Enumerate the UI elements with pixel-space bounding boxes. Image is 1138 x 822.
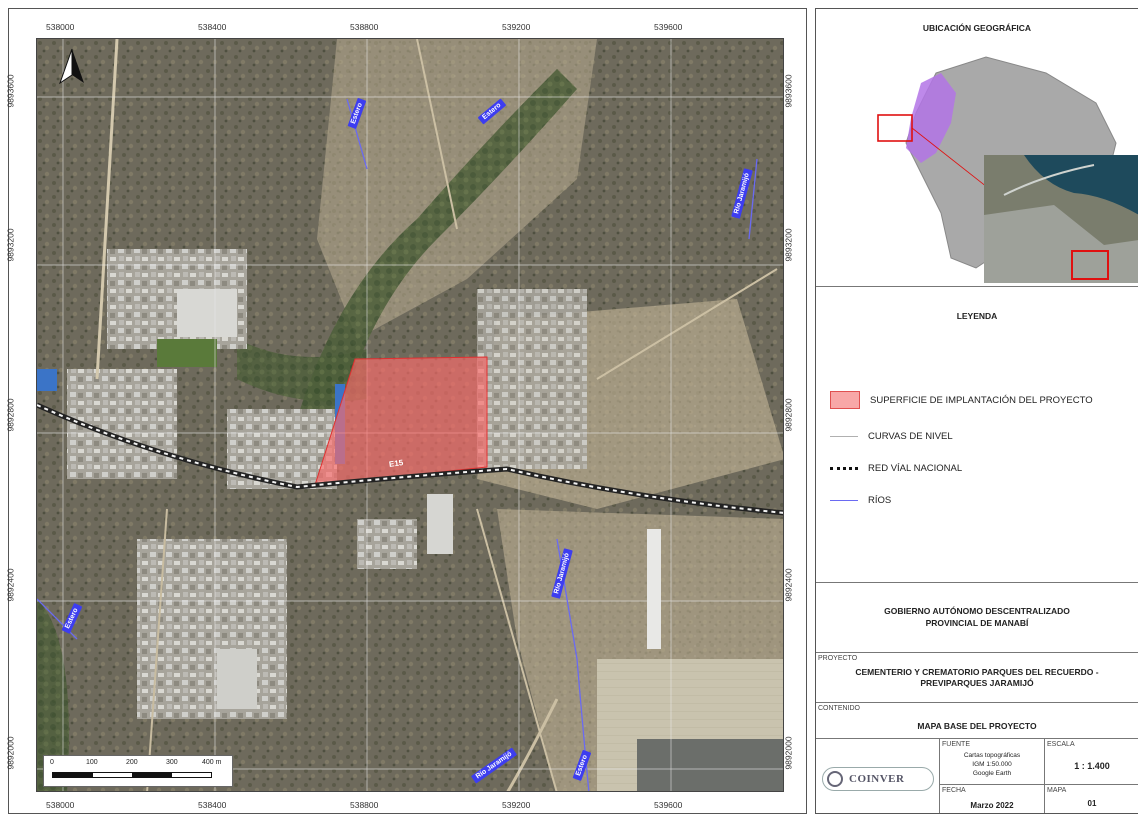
map-info-panel: UBICACIÓN GEOGRÁFICA LEYENDA SUPERFICIE … — [815, 8, 1138, 814]
mapa-value: 01 — [1087, 799, 1097, 808]
institution-line1: GOBIERNO AUTÓNOMO DESCENTRALIZADO — [884, 606, 1070, 616]
project-caption: PROYECTO — [818, 655, 858, 662]
logo-cell: COINVER — [816, 739, 940, 813]
north-arrow-icon — [57, 47, 87, 87]
right-tick: 9892800 — [783, 398, 794, 432]
project-section: PROYECTO CEMENTERIO Y CREMATORIO PARQUES… — [816, 653, 1138, 703]
left-tick: 9893200 — [5, 228, 16, 262]
content-value: MAPA BASE DEL PROYECTO — [917, 721, 1037, 731]
top-tick: 538800 — [350, 22, 379, 32]
legend-label: SUPERFICIE DE IMPLANTACIÓN DEL PROYECTO — [870, 394, 1093, 406]
scale-bar-bar — [52, 772, 212, 778]
left-tick: 9892400 — [5, 568, 16, 602]
scale-bar: 0 100 200 300 400 m — [43, 755, 233, 787]
right-tick: 9892000 — [783, 736, 794, 770]
inset-aerial — [984, 155, 1138, 283]
right-tick: 9893600 — [783, 74, 794, 108]
right-tick: 9892400 — [783, 568, 794, 602]
aerial-imagery — [37, 39, 783, 791]
scale-bar-labels: 0 100 200 300 400 m — [50, 759, 226, 769]
dotted-road-line-icon — [830, 467, 858, 470]
fuente-line: Google Earth — [972, 770, 1012, 777]
logo-text: COINVER — [849, 773, 905, 785]
escala-cell: ESCALA 1 : 1.400 — [1045, 739, 1138, 785]
company-logo: COINVER — [822, 767, 934, 791]
manabi-province — [906, 73, 956, 163]
top-tick: 538400 — [198, 22, 227, 32]
scale-label: 300 — [166, 759, 178, 766]
fuente-line: Cartas topográficas — [963, 752, 1021, 759]
fuente-caption: FUENTE — [942, 741, 970, 748]
location-highlight-box — [877, 114, 913, 142]
logo-emblem-icon — [827, 771, 843, 787]
fuente-cell: FUENTE Cartas topográficas IGM 1:50.000 … — [940, 739, 1045, 785]
scale-label: 400 m — [202, 759, 222, 766]
project-line1: CEMENTERIO Y CREMATORIO PARQUES DEL RECU… — [855, 667, 1099, 677]
bottom-tick: 538800 — [350, 800, 379, 810]
fecha-caption: FECHA — [942, 787, 966, 794]
inset-highlight-box — [1071, 250, 1109, 280]
gray-line-icon — [830, 436, 858, 437]
bottom-tick: 538400 — [198, 800, 227, 810]
bottom-tick: 539200 — [502, 800, 531, 810]
top-tick: 538000 — [46, 22, 75, 32]
national-road — [37, 404, 783, 514]
fuente-line: IGM 1:50.000 — [972, 761, 1012, 768]
left-tick: 9893600 — [5, 74, 16, 108]
legend-section: LEYENDA SUPERFICIE DE IMPLANTACIÓN DEL P… — [816, 287, 1138, 583]
aerial-map[interactable]: Estero Estero Río Jaramijó Río Jaramijó … — [36, 38, 784, 792]
location-section: UBICACIÓN GEOGRÁFICA — [816, 9, 1138, 287]
top-tick: 539600 — [654, 22, 683, 32]
legend-item-rivers: RÍOS — [830, 495, 891, 506]
escala-caption: ESCALA — [1047, 741, 1075, 748]
scale-label: 0 — [50, 759, 54, 766]
mapa-caption: MAPA — [1047, 787, 1067, 794]
bottom-tick: 539600 — [654, 800, 683, 810]
left-tick: 9892000 — [5, 736, 16, 770]
legend-title: LEYENDA — [956, 311, 998, 321]
content-caption: CONTENIDO — [818, 705, 860, 712]
blue-line-icon — [830, 500, 858, 501]
fecha-value: Marzo 2022 — [970, 801, 1014, 810]
right-tick: 9893200 — [783, 228, 794, 262]
project-line2: PREVIPARQUES JARAMIJÓ — [920, 678, 1034, 688]
legend-label: CURVAS DE NIVEL — [868, 431, 953, 442]
institution-section: GOBIERNO AUTÓNOMO DESCENTRALIZADO PROVIN… — [816, 583, 1138, 653]
location-title: UBICACIÓN GEOGRÁFICA — [922, 23, 1032, 33]
footer-section: COINVER FUENTE Cartas topográficas IGM 1… — [816, 739, 1138, 813]
legend-label: RÍOS — [868, 495, 892, 506]
mapa-cell: MAPA 01 — [1045, 785, 1138, 813]
legend-item-project-area: SUPERFICIE DE IMPLANTACIÓN DEL PROYECTO — [830, 391, 1093, 409]
institution-line2: PROVINCIAL DE MANABÍ — [925, 618, 1029, 628]
red-area-swatch-icon — [830, 391, 860, 409]
legend-item-contours: CURVAS DE NIVEL — [830, 431, 953, 442]
bottom-tick: 538000 — [46, 800, 75, 810]
escala-value: 1 : 1.400 — [1074, 761, 1110, 771]
left-tick: 9892800 — [5, 398, 16, 432]
fecha-cell: FECHA Marzo 2022 — [940, 785, 1045, 813]
scale-label: 100 — [86, 759, 98, 766]
legend-label: RED VÍAL NACIONAL — [868, 463, 963, 474]
top-tick: 539200 — [502, 22, 531, 32]
project-area — [314, 356, 488, 486]
legend-item-road: RED VÍAL NACIONAL — [830, 463, 962, 474]
scale-label: 200 — [126, 759, 138, 766]
content-section: CONTENIDO MAPA BASE DEL PROYECTO — [816, 703, 1138, 739]
